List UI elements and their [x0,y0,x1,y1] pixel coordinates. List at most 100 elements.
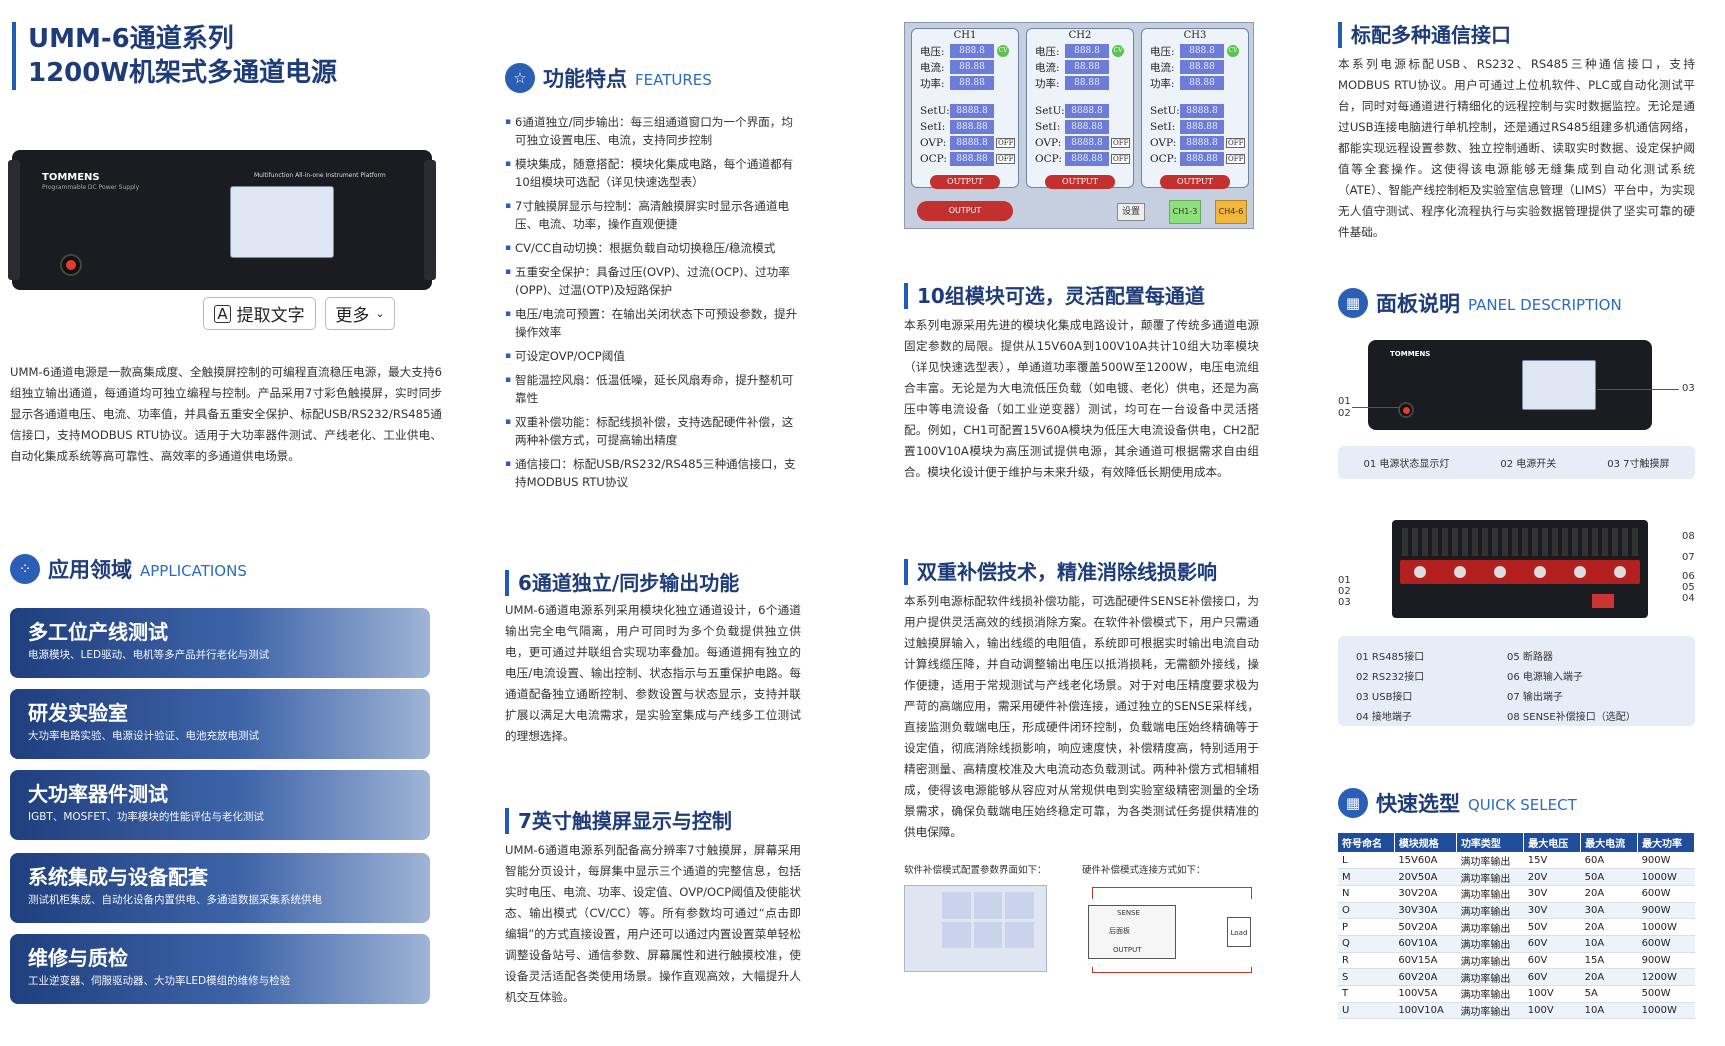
extract-text-button[interactable]: A 提取文字 [203,297,316,330]
current-value[interactable]: 88.88 [1180,60,1224,74]
setu-value[interactable]: 8888.8 [950,104,994,118]
application-card-desc: 电源模块、LED驱动、电机等多产品并行老化与测试 [28,649,270,661]
feature-item: 电压/电流可预置：在输出关闭状态下可预设参数，提升操作效率 [505,305,803,341]
comp-section-body: 本系列电源标配软件线损补偿功能，可选配硬件SENSE补偿接口，为用户提供灵活高效… [904,594,1259,839]
ocp-value[interactable]: 888.88 [1065,152,1109,166]
ocp-label: OCP: [1150,153,1177,165]
channel-name: CH3 [1183,30,1207,41]
table-cell: 1000W [1637,868,1695,886]
applications-title: 应用领域 [48,558,132,582]
power-value[interactable]: 88.88 [1180,76,1224,90]
current-value[interactable]: 88.88 [950,60,994,74]
brand-logo: TOMMENS [42,172,100,183]
device-touchscreen [230,186,334,258]
ovp-value[interactable]: 8888.8 [950,136,994,150]
rear-callout-08: 08 [1682,531,1695,542]
seti-value[interactable]: 888.88 [1180,120,1224,134]
front-panel-legend: 01 电源状态显示灯 02 电源开关 03 7寸触摸屏 [1338,446,1695,479]
feature-item: 7寸触摸屏显示与控制：高清触摸屏实时显示各通道电压、电流、功率，操作直观便捷 [505,197,803,233]
table-cell: 20A [1580,918,1638,936]
feature-item: 6通道独立/同步输出：每三组通道窗口为一个界面，均可独立设置电压、电流，支持同步… [505,113,803,149]
channel-output-button[interactable]: OUTPUT [930,175,1000,189]
brand-subtitle: Programmable DC Power Supply [42,184,140,191]
panel-header: ▦ 面板说明 PANEL DESCRIPTION [1338,288,1622,318]
ovp-toggle[interactable]: OFF [996,138,1016,148]
features-title: 功能特点 [543,67,627,91]
table-cell: 满功率输出 [1456,902,1524,920]
ovp-value[interactable]: 8888.8 [1180,136,1224,150]
channel-output-button[interactable]: OUTPUT [1045,175,1115,189]
fig1-caption: 软件补偿模式配置参数界面如下： [904,865,1047,876]
settings-button[interactable]: 设置 [1117,203,1145,221]
application-card-desc: IGBT、MOSFET、功率模块的性能评估与老化测试 [28,811,264,823]
application-card: 多工位产线测试 电源模块、LED驱动、电机等多产品并行老化与测试 [10,608,430,678]
channel-output-button[interactable]: OUTPUT [1160,175,1230,189]
platform-label: Multifunction All-in-one Instrument Plat… [254,172,386,179]
table-cell: 满功率输出 [1456,868,1524,886]
ocp-toggle[interactable]: OFF [1226,154,1246,164]
title-line1: UMM-6通道系列 [28,24,234,54]
table-cell: 1000W [1637,1002,1695,1020]
ovp-toggle[interactable]: OFF [1226,138,1246,148]
applications-subtitle: APPLICATIONS [140,562,247,580]
comm-section-body: 本系列电源标配USB、RS232、RS485三种通信接口，支持MODBUS RT… [1338,57,1695,239]
application-card-desc: 大功率电路实验、电源设计验证、电池充放电测试 [28,730,259,742]
rear-panel-legend: 01 RS485接口 02 RS232接口 03 USB接口 04 接地端子 0… [1338,636,1695,726]
setu-label: SetU: [1035,105,1065,117]
table-cell: 满功率输出 [1456,1002,1524,1020]
quick-select-header: ▦ 快速选型 QUICK SELECT [1338,788,1577,818]
table-cell: 900W [1637,952,1695,970]
ocp-value[interactable]: 888.88 [950,152,994,166]
table-cell: L [1338,852,1395,870]
ocp-toggle[interactable]: OFF [1111,154,1131,164]
voltage-value[interactable]: 888.8 [1065,44,1109,58]
ovp-value[interactable]: 8888.8 [1065,136,1109,150]
ocp-toggle[interactable]: OFF [996,154,1016,164]
table-cell: 15A [1580,952,1638,970]
load-box: Load [1227,917,1251,947]
page-ch46-button[interactable]: CH4-6 [1215,200,1247,224]
fig2-caption: 硬件补偿模式连接方式如下： [1082,865,1206,876]
table-cell: 30V [1523,885,1581,903]
legend-item: 04 接地端子 [1356,712,1412,723]
panel-title: 面板说明 [1376,292,1460,316]
ocp-label: OCP: [1035,153,1062,165]
sync-section-title: 6通道独立/同步输出功能 [505,570,739,596]
setu-value[interactable]: 8888.8 [1180,104,1224,118]
ovp-toggle[interactable]: OFF [1111,138,1131,148]
seti-value[interactable]: 888.88 [950,120,994,134]
rear-panel-label: 后面板 [1109,927,1130,935]
comm-section-title: 标配多种通信接口 [1338,22,1511,48]
table-cell: 600W [1637,885,1695,903]
voltage-value[interactable]: 888.8 [1180,44,1224,58]
feature-item: 智能温控风扇：低温低噪，延长风扇寿命，提升整机可靠性 [505,371,803,407]
touch-section-body: UMM-6通道电源系列配备高分辨率7寸触摸屏，屏幕采用智能分页设计，每屏集中显示… [505,843,801,1004]
table-header: 符号命名 [1338,833,1395,852]
table-cell: O [1338,902,1395,920]
power-value[interactable]: 88.88 [950,76,994,90]
table-header-row: 符号命名 模块规格 功率类型 最大电压 最大电流 最大功率 [1338,833,1695,852]
setu-value[interactable]: 8888.8 [1065,104,1109,118]
features-subtitle: FEATURES [635,71,712,89]
table-cell: 10A [1580,935,1638,953]
channel-name: CH2 [1068,30,1092,41]
table-cell: 10A [1580,1002,1638,1020]
seti-value[interactable]: 888.88 [1065,120,1109,134]
current-value[interactable]: 88.88 [1065,60,1109,74]
table-cell: 100V10A [1394,1002,1457,1020]
table-cell: 600W [1637,935,1695,953]
table-cell: S [1338,968,1395,986]
feature-item: 通信接口：标配USB/RS232/RS485三种通信接口，支持MODBUS RT… [505,455,803,491]
current-label: 电流: [1150,61,1175,74]
more-button[interactable]: 更多 ⌄ [325,297,395,330]
voltage-label: 电压: [1035,45,1060,58]
voltage-value[interactable]: 888.8 [950,44,994,58]
ocp-value[interactable]: 888.88 [1180,152,1224,166]
power-value[interactable]: 88.88 [1065,76,1109,90]
application-card-desc: 测试机柜集成、自动化设备内置供电、多通道数据采集系统供电 [28,894,322,906]
page-ch13-button[interactable]: CH1-3 [1169,200,1201,224]
feature-item: 五重安全保护：具备过压(OVP)、过流(OCP)、过功率(OPP)、过温(OTP… [505,263,803,299]
master-output-button[interactable]: OUTPUT [917,201,1013,221]
